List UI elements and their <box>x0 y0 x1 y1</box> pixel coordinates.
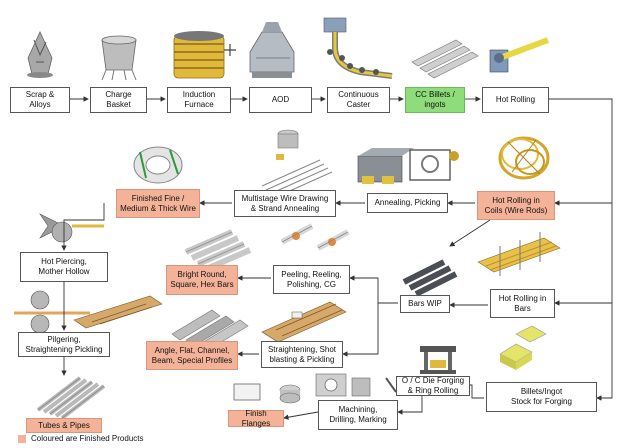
step-machining: Machining, Drilling, Marking <box>318 400 398 430</box>
legend-swatch <box>18 434 26 443</box>
charge-basket-image <box>101 35 137 81</box>
aod-vessel-image <box>249 22 295 78</box>
peeling-machine-image <box>280 223 350 251</box>
step-bars-wip: Bars WIP <box>400 295 450 313</box>
bright-bars-image <box>184 229 252 273</box>
pilger-mill-image <box>14 290 163 334</box>
scrap-image <box>27 31 53 78</box>
billets-image <box>411 39 479 79</box>
step-annealing-picking: Annealing, Picking <box>367 193 448 213</box>
legend: Coloured are Finished Products <box>18 434 144 443</box>
step-hot-rolling-coils: Hot Rolling in Coils (Wire Rods) <box>477 191 555 220</box>
piercing-mill-image <box>39 213 104 243</box>
legend-label: Coloured are Finished Products <box>31 434 144 443</box>
step-cc-billets: CC Billets / ingots <box>405 87 465 113</box>
induction-furnace-image <box>173 31 236 79</box>
forging-press-image <box>420 346 456 374</box>
step-peeling-reeling: Peeling, Reeling, Polishing, CG <box>273 265 350 294</box>
step-aod: AOD <box>249 87 312 113</box>
step-pilgering: Pilgering, Straightening Pickling <box>18 332 110 357</box>
flanges-image <box>233 383 301 404</box>
bar-rolling-image <box>477 232 561 276</box>
forging-billets-image <box>499 325 547 370</box>
step-continuous-caster: Continuous Caster <box>327 87 390 113</box>
step-multistage-wire-drawing: Multistage Wire Drawing & Strand Anneali… <box>234 190 336 217</box>
step-scrap-alloys: Scrap & Alloys <box>10 87 70 113</box>
step-hot-rolling-bars: Hot Rolling in Bars <box>490 289 555 318</box>
finished-coil-image <box>133 146 183 184</box>
straightening-line-image <box>261 301 347 343</box>
step-finish-flanges: Finish Flanges <box>228 409 284 428</box>
rolling-mill-image <box>489 37 550 73</box>
continuous-caster-image <box>323 17 393 79</box>
step-finished-wire: Finished Fine / Medium & Thick Wire <box>116 189 200 218</box>
step-straightening: Straightening, Shot blasting & Pickling <box>261 341 343 368</box>
bars-wip-image <box>402 259 458 297</box>
step-tubes-pipes: Tubes & Pipes <box>26 418 102 433</box>
annealing-furnace-image <box>357 148 459 184</box>
step-oc-die-forging: O / C Die Forging & Ring Rolling <box>396 376 470 396</box>
machining-image <box>315 373 397 397</box>
step-hot-piercing: Hot Piercing, Mother Hollow <box>20 252 108 282</box>
step-charge-basket: Charge Basket <box>90 87 147 113</box>
step-induction-furnace: Induction Furnace <box>167 87 231 113</box>
step-billets-forging: Billets/Ingot Stock for Forging <box>486 382 597 412</box>
step-hot-rolling: Hot Rolling <box>482 87 549 113</box>
step-angle-profiles: Angle, Flat, Channel, Beam, Special Prof… <box>146 341 238 370</box>
drawing-machine-image <box>261 129 333 199</box>
tubes-image <box>36 376 106 420</box>
step-bright-bars: Bright Round, Square, Hex Bars <box>166 265 238 295</box>
wire-coil-image <box>498 136 550 180</box>
